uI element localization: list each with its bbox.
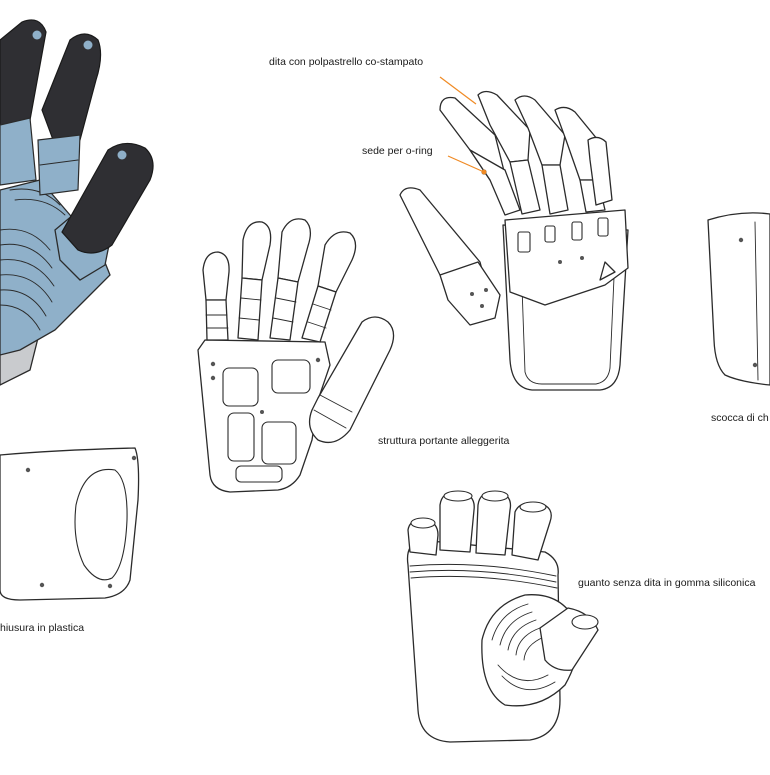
label-fingertip-comolded: dita con polpastrello co-stampato: [269, 56, 424, 68]
label-fingerless-glove: guanto senza dita in gomma siliconica: [578, 577, 756, 589]
colored-hand-render: [0, 19, 154, 386]
label-oring-seat: sede per o-ring: [362, 145, 433, 157]
shell-sketch: [707, 212, 770, 386]
oring-fingertip-hand-sketch: [399, 90, 629, 391]
lightweight-frame-sketch: [197, 218, 395, 493]
label-lightweight-frame: struttura portante alleggerita: [378, 435, 510, 447]
label-shell: scocca di ch: [711, 412, 769, 424]
label-plastic-closure: hiusura in plastica: [0, 622, 85, 634]
plastic-closure-sketch: [0, 447, 140, 601]
leader-lines: [439, 76, 487, 175]
fingerless-glove-sketch: [406, 490, 599, 743]
